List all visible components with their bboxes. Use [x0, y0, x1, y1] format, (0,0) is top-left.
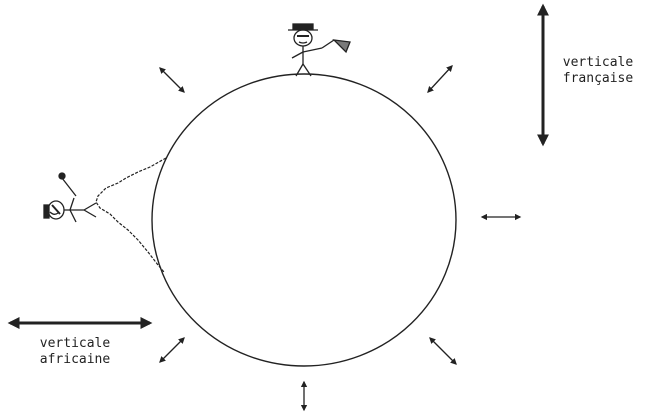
french-person-figure	[288, 24, 350, 76]
african-vertical-label-line1: verticale	[10, 336, 140, 352]
african-terrain	[96, 158, 166, 272]
french-vertical-label: verticale française	[548, 55, 648, 87]
french-vertical-label-line2: française	[548, 71, 648, 87]
african-person-figure	[44, 173, 96, 222]
african-vertical-label-line2: africaine	[10, 352, 140, 368]
arrow-top-right	[428, 66, 452, 92]
french-vertical-label-line1: verticale	[548, 55, 648, 71]
african-vertical-label: verticale africaine	[10, 336, 140, 368]
earth-circle	[152, 74, 456, 366]
radial-arrows	[160, 66, 520, 410]
arrow-bottom-right	[430, 338, 456, 364]
arrow-top-left	[160, 68, 184, 92]
arrow-bottom-left	[160, 338, 184, 362]
